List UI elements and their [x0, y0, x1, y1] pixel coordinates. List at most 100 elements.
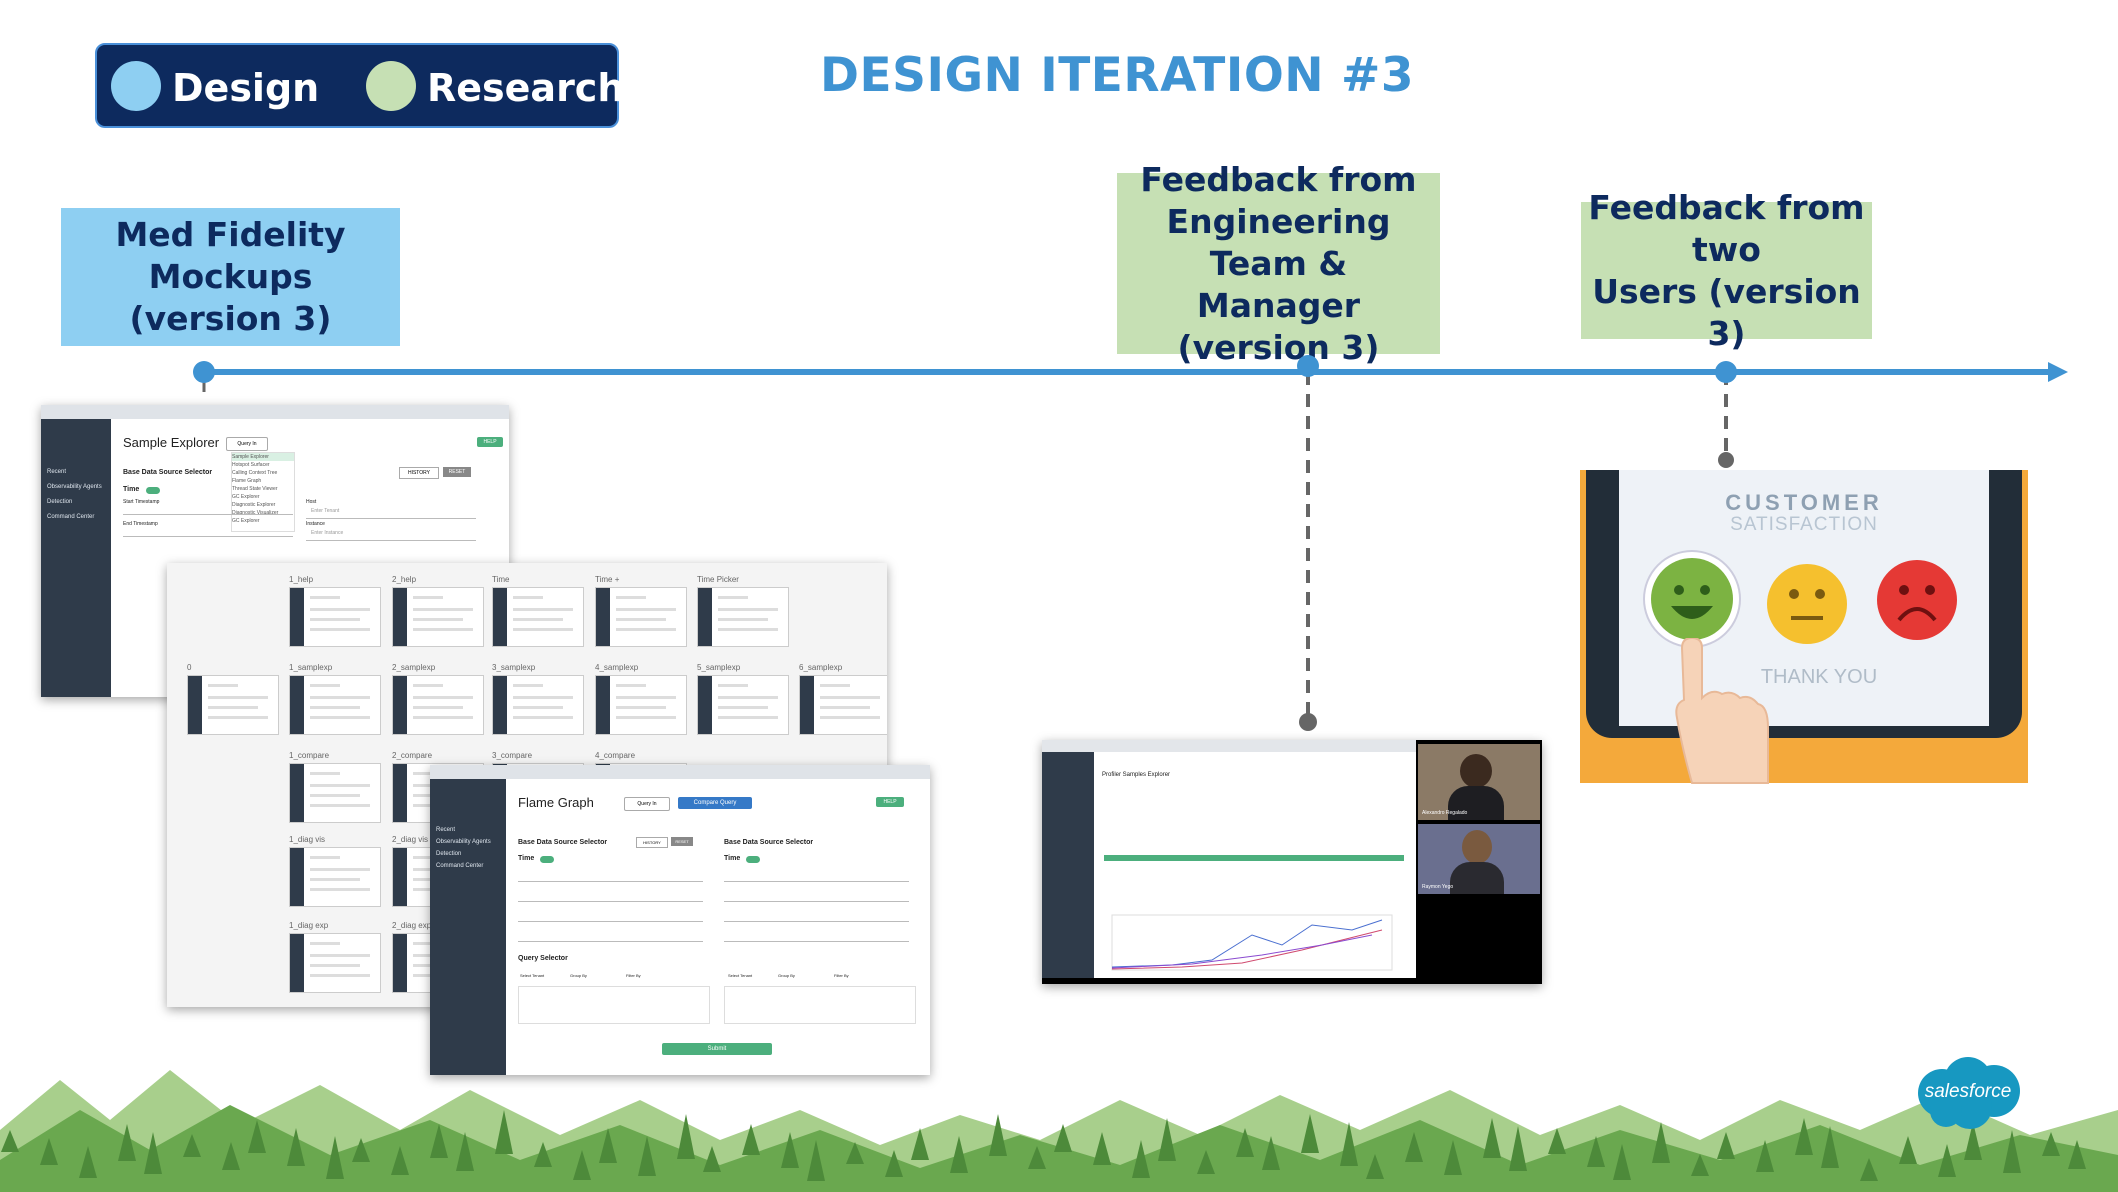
tree [1483, 1118, 1501, 1158]
tree [1197, 1150, 1215, 1174]
tree [807, 1140, 825, 1181]
tree [248, 1120, 266, 1153]
tree [1262, 1136, 1280, 1170]
thumb-line [208, 716, 268, 719]
field-label: End Timestamp [123, 521, 158, 527]
mockup-title: Sample Explorer [123, 435, 220, 450]
timeline-node-3 [1715, 361, 1737, 383]
tree [183, 1134, 201, 1157]
section-title-left: Base Data Source Selector [518, 839, 608, 846]
mockup-thumbnail [595, 587, 687, 647]
thumb-sidebar [698, 588, 712, 646]
mockup-flame-graph: Recent Observability Agents Detection Co… [430, 765, 930, 1075]
sidebar-item: Command Center [47, 514, 95, 520]
sidebar-item: Detection [436, 851, 462, 857]
mockup-thumbnail [289, 675, 381, 735]
history-button: HISTORY [399, 467, 439, 479]
participant-name: Raymon Yego [1422, 884, 1454, 890]
field-line [306, 533, 476, 541]
reset-button: RESET [443, 467, 471, 477]
tree [1301, 1114, 1319, 1153]
thumb-sidebar [393, 588, 407, 646]
thumb-sidebar [698, 676, 712, 734]
thumbnail-label: 2_samplexp [392, 663, 436, 672]
field-line [306, 511, 476, 519]
dropdown-item: Diagnostic Visualizer [232, 510, 279, 516]
thumbnail-label: 1_help [289, 575, 314, 584]
thumb-line [513, 608, 573, 611]
thumb-line [413, 684, 443, 687]
thumb-sidebar [188, 676, 202, 734]
sidebar-item: Observability Agents [436, 839, 491, 845]
field-line [518, 894, 703, 902]
thumb-line [513, 596, 543, 599]
thumb-line [413, 628, 473, 631]
thumb-line [718, 706, 768, 709]
milestone-feedback-users: Feedback from two Users (version 3) [1581, 188, 1872, 353]
satisfaction-title-2: SATISFACTION [1730, 514, 1878, 535]
thumbnail-label: 1_diag exp [289, 921, 329, 930]
thumb-line [310, 964, 360, 967]
connector-3-end [1718, 452, 1734, 468]
thumbnail-label: 0 [187, 663, 192, 672]
tree [391, 1146, 409, 1175]
filter-label: Select Tenant [728, 973, 753, 978]
field-line [123, 507, 293, 515]
tree [846, 1142, 864, 1164]
tree [638, 1136, 656, 1176]
thumbnail-label: 2_diag exp [392, 921, 432, 930]
thumb-line [310, 772, 340, 775]
dropdown-item: GC Explorer [232, 518, 260, 524]
mockup-content: Flame Graph Query In Compare Query HELP … [506, 779, 930, 1075]
tree [1054, 1124, 1072, 1152]
thumb-sidebar [290, 588, 304, 646]
thumb-line [413, 696, 473, 699]
thumb-line [310, 696, 370, 699]
mockup-thumbnail [697, 675, 789, 735]
thumb-line [616, 608, 676, 611]
field-line [724, 914, 909, 922]
thumb-sidebar [800, 676, 814, 734]
thumb-line [718, 618, 768, 621]
legend: Design Research [95, 43, 624, 128]
shared-chart [1111, 914, 1393, 971]
thumb-line [310, 954, 370, 957]
shared-submit-bar [1104, 855, 1404, 861]
time-toggle [146, 487, 160, 494]
time-toggle [540, 856, 554, 863]
help-button: HELP [876, 797, 904, 807]
participant-name: Alexandro Regalado [1422, 810, 1468, 816]
tree [1, 1130, 19, 1152]
query-textarea [724, 986, 916, 1024]
thank-you-text: THANK YOU [1760, 666, 1878, 688]
thumb-line [718, 716, 778, 719]
participant-head [1462, 830, 1492, 864]
timeline-arrow [2048, 362, 2068, 382]
thumb-line [310, 888, 370, 891]
thumbnail-label: 1_diag vis [289, 835, 326, 844]
thumbnail-label: 2_diag vis [392, 835, 429, 844]
thumb-sidebar [290, 764, 304, 822]
dropdown-item: Hotspot Surfacer [232, 462, 270, 468]
thumb-line [820, 706, 870, 709]
research-legend-label: Research [427, 66, 625, 110]
tree [989, 1114, 1007, 1156]
thumb-line [616, 596, 646, 599]
video-call-screenshot: Profiler Samples Explorer Alexandro Rega… [1042, 740, 1542, 984]
thumbnail-label: 2_compare [392, 751, 433, 760]
sad-face-icon [1877, 560, 1957, 640]
field-placeholder: Enter Tenant [311, 508, 340, 514]
connector-2-end [1299, 713, 1317, 731]
thumb-line [513, 706, 563, 709]
dropdown-item: Sample Explorer [232, 453, 294, 461]
thumb-line [820, 696, 880, 699]
thumb-line [513, 696, 573, 699]
tree [352, 1138, 370, 1162]
participant-body [1450, 862, 1504, 894]
browser-bar [41, 405, 509, 419]
compare-query-button: Compare Query [678, 797, 752, 809]
thumb-sidebar [493, 676, 507, 734]
tree [573, 1150, 591, 1180]
tree [2003, 1130, 2021, 1173]
tree [1366, 1154, 1384, 1179]
